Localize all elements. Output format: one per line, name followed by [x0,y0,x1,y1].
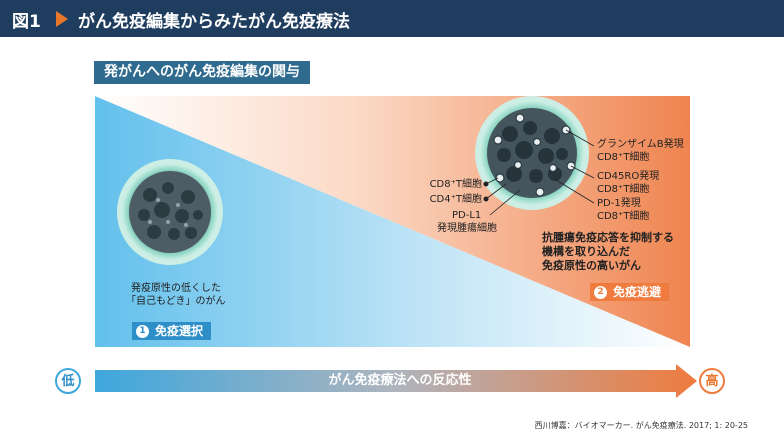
badge-immune-selection: 1 免疫選択 [132,322,212,340]
responsiveness-arrow [95,364,697,398]
figure-label: 図1 [12,12,41,32]
left-caption-line1: 発疫原性の低くした [131,283,221,294]
subtitle-box: 発がんへのがん免疫編集の関与 [94,61,310,84]
label-pdl1-line2: 発現腫瘍細胞 [437,223,497,234]
title-arrow-icon [56,11,68,27]
left-tumor-cell [117,159,223,265]
figure-header: 図1 がん免疫編集からみたがん免疫療法 [0,0,784,37]
label-cd45ro-line1: CD45RO発現 [597,171,660,182]
source-credit: 西川博嘉：バイオマーカー. がん免疫療法. 2017; 1: 20-25 [534,421,748,430]
label-granzyme-line2: CD8⁺T細胞 [597,152,650,163]
axis-label: がん免疫療法への反応性 [328,373,472,388]
badge-label-immune-escape: 免疫逃避 [613,285,662,299]
right-cell-marker-dots [483,181,489,202]
axis-high-marker: 高 [699,368,725,394]
label-cd8: CD8⁺T細胞 [429,179,482,190]
label-pd1-line1: PD-1発現 [597,198,641,209]
badge-label-immune-selection: 免疫選択 [155,324,204,338]
badge-number-1: 1 [136,324,149,338]
label-granzyme-line1: グランザイムB発現 [597,139,684,150]
left-caption-line2: 「自己もどき」のがん [126,296,226,307]
figure-title: がん免疫編集からみたがん免疫療法 [78,12,350,32]
right-tumor-cell [475,96,589,210]
badge-number-2: 2 [594,285,607,299]
badge-immune-escape: 2 免疫逃避 [590,283,670,301]
label-cd4: CD4⁺T細胞 [429,194,482,205]
label-cd45ro-line2: CD8⁺T細胞 [597,184,650,195]
axis-low-marker: 低 [55,368,81,394]
right-caption-line3: 免疫原性の高いがん [542,259,641,272]
label-pd1-line2: CD8⁺T細胞 [597,211,650,222]
right-caption-line2: 機構を取り込んだ [542,245,630,258]
label-pdl1-line1: PD-L1 [452,210,482,221]
right-caption-line1: 抗腫瘍免疫応答を抑制する [542,231,674,244]
right-cell-leader-lines [485,129,595,216]
